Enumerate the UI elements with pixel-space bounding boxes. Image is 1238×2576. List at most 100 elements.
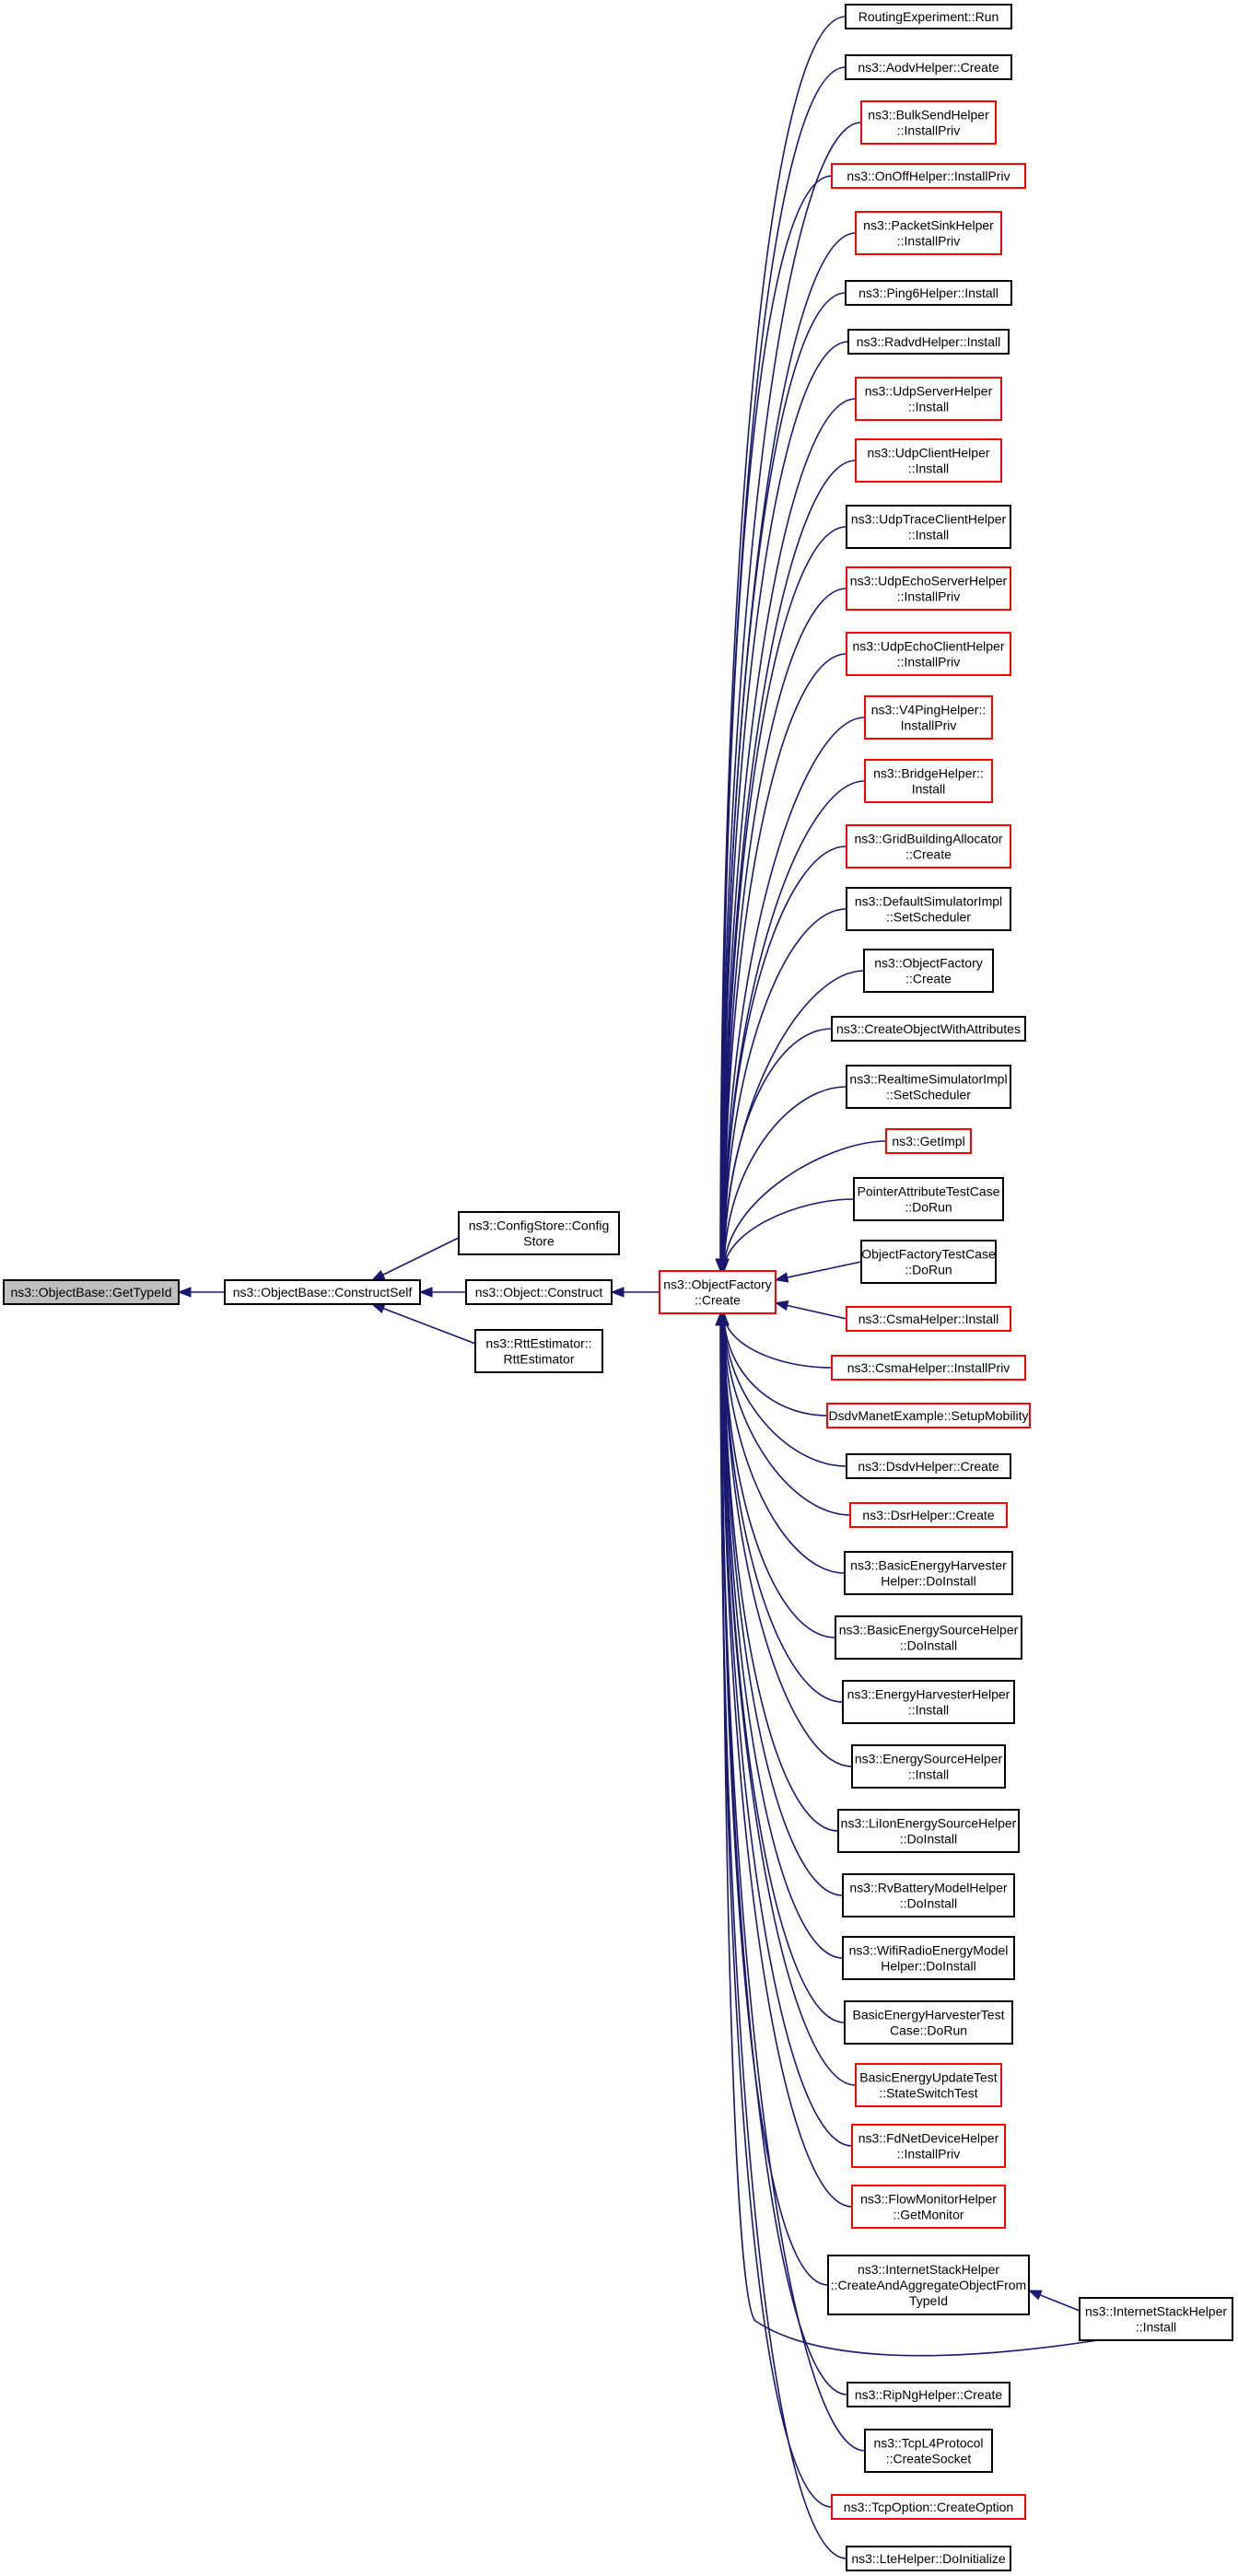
- edge-constructself-gettypeid-arrow: [177, 1287, 192, 1298]
- node-c18[interactable]: ns3::RealtimeSimulatorImpl::SetScheduler: [846, 1065, 1011, 1109]
- node-c6[interactable]: ns3::RadvdHelper::Install: [847, 329, 1010, 355]
- node-object-factory-create[interactable]: ns3::ObjectFactory::Create: [659, 1270, 777, 1314]
- node-c2[interactable]: ns3::BulkSendHelper::InstallPriv: [860, 100, 997, 145]
- node-c38[interactable]: ns3::InternetStackHelper::CreateAndAggre…: [827, 2255, 1030, 2315]
- node-c19[interactable]: ns3::GetImpl: [885, 1128, 972, 1154]
- node-c16[interactable]: ns3::ObjectFactory::Create: [863, 949, 994, 993]
- edge-c7-objectfactory: [722, 398, 857, 1272]
- node-label: ns3::EnergySourceHelper: [855, 1752, 1003, 1766]
- node-label: RttEstimator: [503, 1352, 574, 1367]
- node-box: [860, 100, 997, 145]
- edge-c31-objectfactory: [723, 1312, 839, 1832]
- node-c20[interactable]: PointerAttributeTestCase::DoRun: [853, 1177, 1004, 1221]
- node-box: [831, 163, 1026, 189]
- node-c27[interactable]: ns3::BasicEnergyHarvesterHelper::DoInsta…: [844, 1551, 1013, 1595]
- node-object-construct[interactable]: ns3::Object::Construct: [465, 1279, 613, 1305]
- node-box: [835, 1615, 1022, 1660]
- node-label: ns3::CsmaHelper::InstallPriv: [847, 1360, 1010, 1375]
- node-c15[interactable]: ns3::DefaultSimulatorImpl::SetScheduler: [846, 887, 1011, 931]
- node-c31[interactable]: ns3::LiIonEnergySourceHelper::DoInstall: [837, 1809, 1020, 1853]
- node-box: [845, 54, 1012, 80]
- node-construct-self[interactable]: ns3::ObjectBase::ConstructSelf: [224, 1279, 421, 1305]
- node-label: ns3::UdpServerHelper: [865, 384, 993, 399]
- graph-edges: [177, 16, 1099, 2559]
- node-box: [224, 1279, 421, 1305]
- node-c40[interactable]: ns3::TcpL4Protocol::CreateSocket: [864, 2429, 993, 2473]
- node-label: ns3::ObjectBase::ConstructSelf: [233, 1285, 413, 1300]
- node-c0[interactable]: RoutingExperiment::Run: [845, 4, 1012, 29]
- node-label: RoutingExperiment::Run: [858, 9, 999, 24]
- node-rtt-estimator[interactable]: ns3::RttEstimator::RttEstimator: [474, 1329, 603, 1373]
- node-c42[interactable]: ns3::LteHelper::DoInitialize: [846, 2546, 1011, 2571]
- edge-c33-objectfactory: [722, 1312, 844, 1959]
- node-label: ns3::ObjectFactory: [663, 1277, 772, 1292]
- node-c7[interactable]: ns3::UdpServerHelper::Install: [855, 377, 1002, 421]
- node-label: ::Create: [905, 972, 952, 986]
- node-c17[interactable]: ns3::CreateObjectWithAttributes: [831, 1016, 1026, 1042]
- node-box: [842, 1873, 1015, 1917]
- node-label: ::DoInstall: [900, 1832, 957, 1847]
- node-label: ns3::TcpL4Protocol: [873, 2436, 983, 2451]
- node-c8[interactable]: ns3::UdpClientHelper::Install: [855, 438, 1002, 483]
- node-c29[interactable]: ns3::EnergyHarvesterHelper::Install: [842, 1680, 1015, 1724]
- node-c22[interactable]: ns3::CsmaHelper::Install: [846, 1306, 1011, 1332]
- edge-c3-objectfactory: [720, 175, 833, 1272]
- node-box: [458, 1211, 620, 1255]
- edge-c37-objectfactory: [721, 1312, 853, 2208]
- node-label: ns3::UdpEchoClientHelper: [853, 639, 1005, 654]
- node-get-type-id[interactable]: ns3::ObjectBase::GetTypeId: [3, 1279, 180, 1305]
- node-box: [846, 566, 1011, 611]
- node-box: [846, 632, 1011, 676]
- node-config-store[interactable]: ns3::ConfigStore::ConfigStore: [458, 1211, 620, 1255]
- node-label: ::InstallPriv: [897, 589, 960, 604]
- node-box: [846, 1306, 1011, 1332]
- node-box: [864, 2429, 993, 2473]
- node-label: ns3::V4PingHelper::: [871, 703, 987, 717]
- node-box: [831, 1355, 1026, 1381]
- node-c23[interactable]: ns3::CsmaHelper::InstallPriv: [831, 1355, 1026, 1381]
- node-c13[interactable]: ns3::BridgeHelper::Install: [864, 759, 993, 803]
- node-box: [855, 2063, 1002, 2107]
- node-c25[interactable]: ns3::DsdvHelper::Create: [846, 1453, 1011, 1479]
- node-c4[interactable]: ns3::PacketSinkHelper::InstallPriv: [855, 211, 1002, 255]
- node-c9[interactable]: ns3::UdpTraceClientHelper::Install: [846, 505, 1011, 549]
- node-c21[interactable]: ObjectFactoryTestCase::DoRun: [860, 1240, 997, 1284]
- edge-objectfactory-objectconstruct-arrow: [610, 1287, 625, 1298]
- node-c39[interactable]: ns3::RipNgHelper::Create: [847, 2382, 1010, 2407]
- node-label: ::InstallPriv: [897, 2147, 960, 2162]
- node-c10[interactable]: ns3::UdpEchoServerHelper::InstallPriv: [846, 566, 1011, 611]
- node-c28[interactable]: ns3::BasicEnergySourceHelper::DoInstall: [835, 1615, 1022, 1660]
- node-internet-install[interactable]: ns3::InternetStackHelper::Install: [1079, 2297, 1233, 2341]
- node-label: ns3::CreateObjectWithAttributes: [836, 1021, 1021, 1036]
- node-c35[interactable]: BasicEnergyUpdateTest::StateSwitchTest: [855, 2063, 1002, 2107]
- edge-c27-objectfactory: [723, 1312, 846, 1574]
- node-c36[interactable]: ns3::FdNetDeviceHelper::InstallPriv: [851, 2124, 1006, 2168]
- node-label: Install: [912, 782, 946, 797]
- node-c24[interactable]: DsdvManetExample::SetupMobility: [826, 1403, 1031, 1428]
- node-c12[interactable]: ns3::V4PingHelper::InstallPriv: [864, 695, 993, 740]
- node-c32[interactable]: ns3::RvBatteryModelHelper::DoInstall: [842, 1873, 1015, 1917]
- node-c14[interactable]: ns3::GridBuildingAllocator::Create: [846, 824, 1011, 868]
- node-box: [827, 2255, 1030, 2315]
- node-box: [855, 438, 1002, 483]
- node-c3[interactable]: ns3::OnOffHelper::InstallPriv: [831, 163, 1026, 189]
- node-label: BasicEnergyHarvesterTest: [853, 2008, 1005, 2022]
- node-c11[interactable]: ns3::UdpEchoClientHelper::InstallPriv: [846, 632, 1011, 676]
- node-c26[interactable]: ns3::DsrHelper::Create: [849, 1502, 1008, 1528]
- node-c41[interactable]: ns3::TcpOption::CreateOption: [831, 2494, 1026, 2520]
- node-c30[interactable]: ns3::EnergySourceHelper::Install: [851, 1744, 1006, 1789]
- node-label: ::InstallPriv: [897, 234, 960, 249]
- node-box: [851, 2124, 1006, 2168]
- node-label: ::Install: [908, 1703, 949, 1718]
- node-c37[interactable]: ns3::FlowMonitorHelper::GetMonitor: [851, 2185, 1006, 2229]
- node-c33[interactable]: ns3::WifiRadioEnergyModelHelper::DoInsta…: [842, 1936, 1015, 1980]
- node-box: [831, 2494, 1026, 2520]
- node-box: [860, 1240, 997, 1284]
- node-c5[interactable]: ns3::Ping6Helper::Install: [845, 280, 1012, 306]
- node-box: [3, 1279, 180, 1305]
- node-label: ns3::OnOffHelper::InstallPriv: [847, 169, 1010, 183]
- node-label: Helper::DoInstall: [881, 1959, 976, 1974]
- node-c1[interactable]: ns3::AodvHelper::Create: [845, 54, 1012, 80]
